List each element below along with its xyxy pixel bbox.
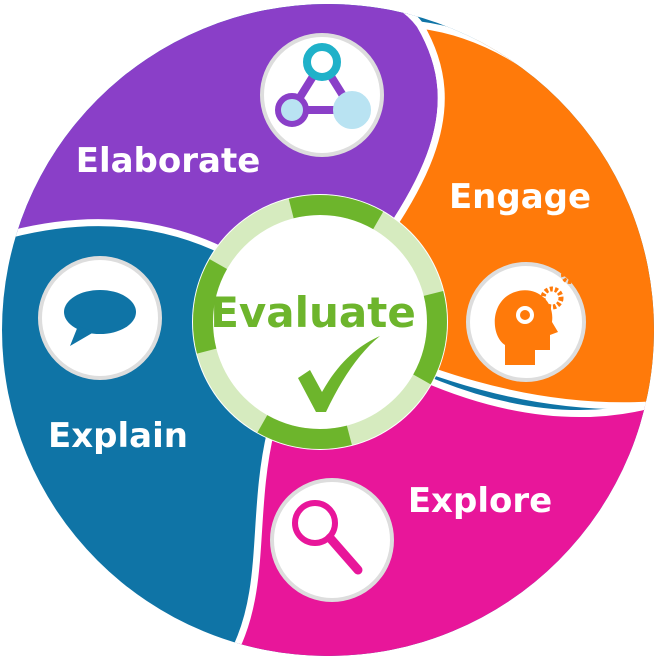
evaluate-label: Evaluate [210,288,416,337]
head-gears-icon [466,262,586,382]
explain-label: Explain [48,416,188,456]
explore-label: Explore [408,481,552,521]
speech-bubble-icon [38,256,162,380]
network-icon [260,33,384,157]
magnifier-icon [270,478,394,602]
checkmark-icon [298,336,380,412]
elaborate-label: Elaborate [76,141,261,181]
evaluate-hub: Evaluate [192,194,448,450]
engage-label: Engage [449,177,591,217]
